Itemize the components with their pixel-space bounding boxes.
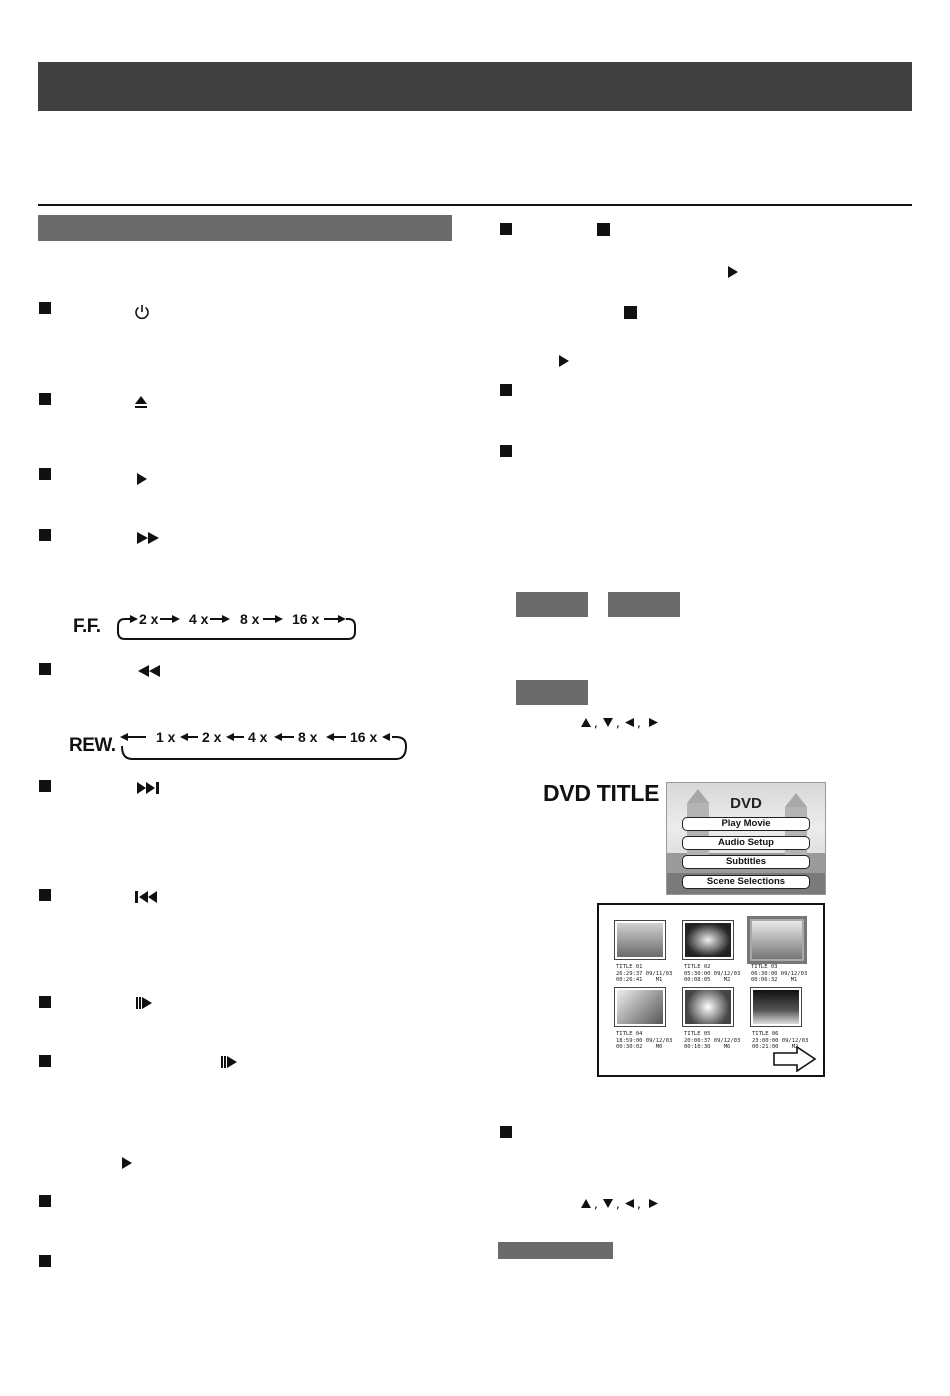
bullet (39, 529, 51, 541)
title-thumbnail[interactable] (750, 987, 802, 1027)
header-divider (38, 204, 912, 206)
menu-audio-setup[interactable]: Audio Setup (682, 836, 810, 850)
svg-text:,: , (616, 1197, 620, 1211)
dvd-title-heading: DVD TITLE (543, 780, 660, 806)
page-header-bar (38, 62, 912, 111)
ff-sequence-label: F.F. (73, 616, 101, 637)
rew-step: 16 x (350, 729, 378, 745)
menu-subtitles[interactable]: Subtitles (682, 855, 810, 869)
bullet (39, 1055, 51, 1067)
button-label-chip (608, 592, 680, 617)
bullet (39, 1255, 51, 1267)
play-icon (121, 1156, 133, 1175)
svg-text:,: , (637, 1197, 641, 1211)
button-label-chip (516, 680, 588, 705)
ff-step: 16 x (292, 611, 320, 627)
title-thumbnail[interactable] (614, 987, 666, 1027)
arrow-keys-icon: ,,, (579, 1195, 669, 1216)
skip-next-icon (136, 781, 162, 800)
bullet (39, 889, 51, 901)
title-thumbnail-selected[interactable] (747, 916, 807, 964)
bullet (500, 1126, 512, 1138)
svg-text:,: , (594, 716, 598, 730)
play-icon (727, 265, 739, 284)
stop-icon (624, 306, 637, 324)
bullet (39, 663, 51, 675)
slow-icon (135, 996, 153, 1015)
svg-text:,: , (637, 716, 641, 730)
rewind-icon (136, 664, 162, 683)
bullet (39, 468, 51, 480)
bullet (39, 780, 51, 792)
title-thumbnail[interactable] (682, 987, 734, 1027)
ff-step: 2 x (139, 611, 159, 627)
rew-loop-arrows (120, 733, 408, 760)
title-thumbnail[interactable] (614, 920, 666, 960)
bullet (500, 223, 512, 235)
button-label-chip (516, 592, 588, 617)
fast-forward-icon (136, 531, 162, 550)
slow-icon (220, 1055, 238, 1074)
bullet (39, 393, 51, 405)
dvd-menu-screen: DVD Play Movie Audio Setup Subtitles Sce… (666, 782, 826, 895)
ff-step: 8 x (240, 611, 260, 627)
rew-step: 4 x (248, 729, 268, 745)
menu-play-movie[interactable]: Play Movie (682, 817, 810, 831)
play-icon (136, 472, 148, 491)
rew-step: 1 x (156, 729, 176, 745)
rew-sequence-label: REW. (69, 735, 116, 756)
rew-step: 8 x (298, 729, 318, 745)
bullet (500, 445, 512, 457)
svg-text:,: , (616, 716, 620, 730)
bullet (500, 384, 512, 396)
rew-step: 2 x (202, 729, 222, 745)
title-thumbnail[interactable] (682, 920, 734, 960)
play-icon (558, 354, 570, 373)
bullet (39, 1195, 51, 1207)
note-label-chip (498, 1242, 613, 1259)
bullet (39, 302, 51, 314)
dvd-menu-logo: DVD (730, 795, 762, 812)
eject-icon (134, 395, 148, 416)
section-header-bar (38, 215, 452, 241)
power-icon (133, 303, 151, 326)
bullet (39, 996, 51, 1008)
svg-text:,: , (594, 1197, 598, 1211)
stop-icon (597, 223, 610, 241)
ff-loop-arrows (117, 615, 356, 640)
arrow-keys-icon: ,,, (579, 714, 669, 735)
menu-scene-selections[interactable]: Scene Selections (682, 875, 810, 889)
ff-step: 4 x (189, 611, 209, 627)
next-page-arrow-icon[interactable] (773, 1046, 817, 1072)
skip-previous-icon (134, 890, 160, 909)
